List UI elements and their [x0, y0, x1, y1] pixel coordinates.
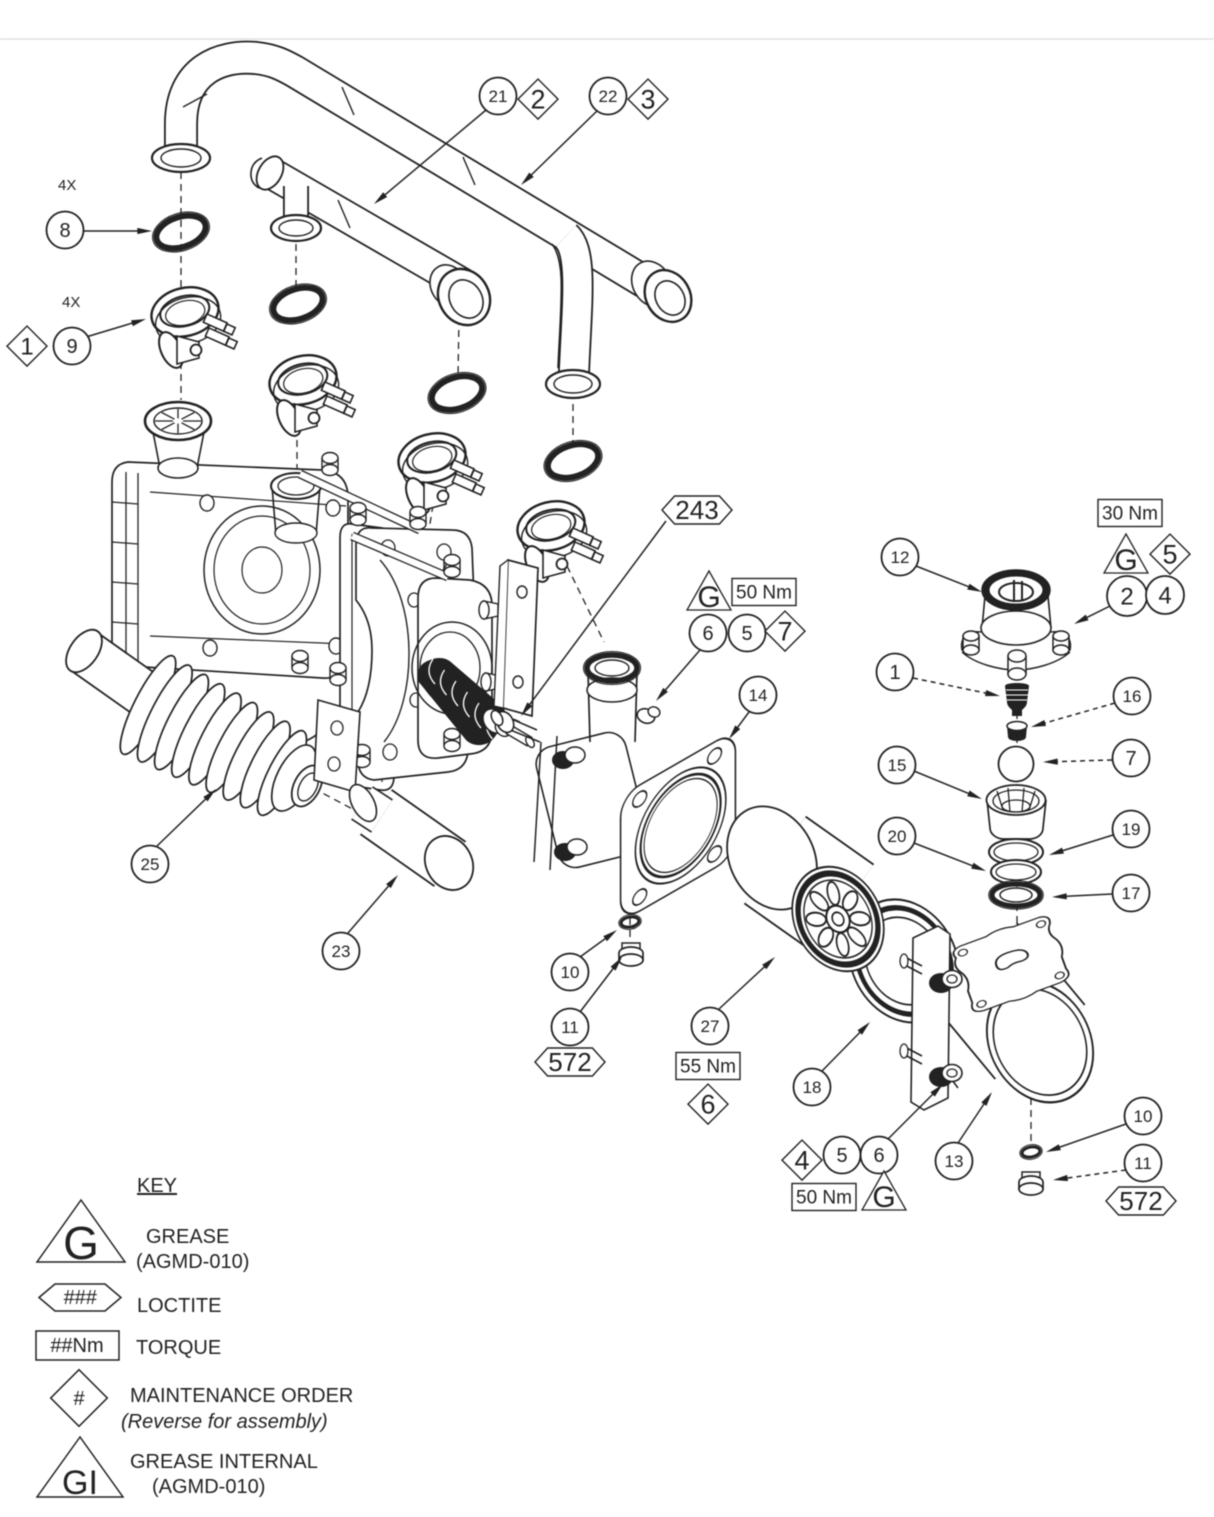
svg-text:7: 7 — [777, 616, 792, 646]
svg-text:4X: 4X — [58, 177, 76, 194]
svg-text:30 Nm: 30 Nm — [1102, 503, 1158, 524]
svg-text:243: 243 — [675, 495, 718, 525]
svg-text:11: 11 — [1134, 1154, 1152, 1173]
svg-text:20: 20 — [888, 827, 907, 846]
svg-text:2: 2 — [530, 84, 545, 114]
svg-text:(AGMD-010): (AGMD-010) — [136, 1251, 249, 1273]
svg-text:13: 13 — [945, 1152, 964, 1171]
svg-text:11: 11 — [561, 1018, 579, 1037]
svg-text:(Reverse for assembly): (Reverse for assembly) — [121, 1411, 328, 1433]
svg-text:#: # — [73, 1388, 85, 1410]
svg-text:GREASE INTERNAL: GREASE INTERNAL — [130, 1451, 318, 1473]
svg-text:14: 14 — [749, 686, 768, 705]
svg-text:1: 1 — [20, 333, 33, 360]
svg-text:16: 16 — [1123, 687, 1142, 706]
svg-text:##Nm: ##Nm — [50, 1335, 103, 1357]
svg-text:23: 23 — [332, 942, 351, 961]
svg-text:GI: GI — [62, 1464, 98, 1502]
svg-text:55 Nm: 55 Nm — [680, 1056, 736, 1077]
svg-text:15: 15 — [888, 756, 907, 775]
svg-text:(AGMD-010): (AGMD-010) — [152, 1476, 265, 1498]
svg-text:22: 22 — [599, 87, 618, 106]
svg-text:25: 25 — [141, 855, 160, 874]
svg-text:5: 5 — [741, 623, 752, 645]
svg-text:4: 4 — [794, 1145, 809, 1175]
svg-text:4: 4 — [1158, 582, 1171, 609]
svg-text:21: 21 — [489, 87, 508, 106]
svg-text:MAINTENANCE ORDER: MAINTENANCE ORDER — [130, 1385, 353, 1407]
svg-text:3: 3 — [640, 84, 655, 114]
svg-text:18: 18 — [803, 1078, 822, 1097]
svg-text:4X: 4X — [62, 294, 80, 311]
svg-text:19: 19 — [1122, 820, 1141, 839]
svg-text:27: 27 — [701, 1017, 720, 1036]
svg-text:10: 10 — [1134, 1107, 1153, 1126]
svg-text:G: G — [872, 1181, 895, 1214]
svg-text:2: 2 — [1120, 583, 1133, 610]
svg-text:7: 7 — [1125, 748, 1136, 770]
svg-text:G: G — [63, 1217, 99, 1269]
svg-text:50 Nm: 50 Nm — [796, 1187, 852, 1208]
svg-text:5: 5 — [836, 1145, 847, 1167]
svg-text:572: 572 — [1119, 1186, 1162, 1216]
svg-text:50 Nm: 50 Nm — [736, 582, 792, 603]
svg-text:10: 10 — [561, 963, 580, 982]
svg-text:G: G — [697, 581, 720, 614]
svg-text:6: 6 — [873, 1145, 884, 1167]
svg-text:5: 5 — [1162, 539, 1177, 569]
svg-text:TORQUE: TORQUE — [136, 1337, 221, 1359]
svg-text:572: 572 — [548, 1047, 591, 1077]
svg-text:12: 12 — [891, 548, 910, 567]
svg-text:###: ### — [63, 1287, 97, 1309]
svg-text:6: 6 — [702, 623, 713, 645]
svg-text:6: 6 — [700, 1089, 715, 1119]
svg-text:LOCTITE: LOCTITE — [137, 1295, 221, 1317]
svg-text:1: 1 — [889, 662, 900, 684]
svg-text:GREASE: GREASE — [146, 1226, 229, 1248]
svg-text:8: 8 — [59, 220, 70, 242]
svg-text:9: 9 — [66, 336, 77, 358]
svg-text:KEY: KEY — [137, 1175, 177, 1197]
svg-text:17: 17 — [1122, 884, 1141, 903]
svg-text:G: G — [1114, 544, 1137, 577]
